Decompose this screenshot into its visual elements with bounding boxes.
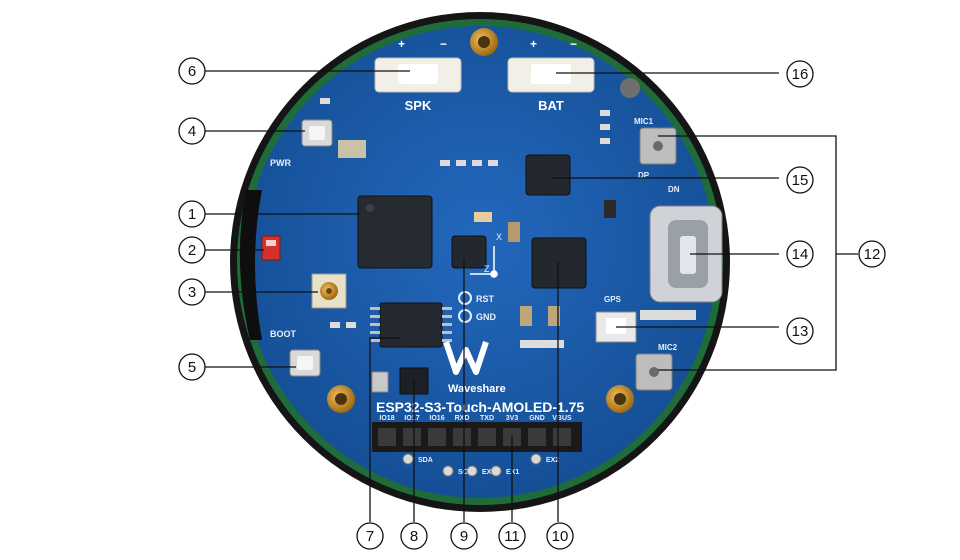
- dp-label: DP: [638, 171, 650, 180]
- callout-lines: [205, 70, 858, 522]
- pin-label: VBUS: [552, 415, 572, 422]
- pad-label: SCL: [458, 469, 473, 476]
- callout-number: 7: [366, 528, 374, 545]
- board-name: ESP32-S3-Touch-AMOLED-1.75: [376, 399, 584, 415]
- pad-label: EX2: [546, 457, 559, 464]
- dn-label: DN: [668, 185, 680, 194]
- brand-label: Waveshare: [448, 383, 506, 395]
- callout-8: 8: [400, 522, 428, 550]
- pmu-chip: [531, 237, 587, 289]
- callout-2: 2: [178, 236, 206, 264]
- smd-components: [320, 98, 696, 348]
- power-button: PWR: [270, 119, 333, 168]
- callout-9: 9: [450, 522, 478, 550]
- callout-number: 3: [188, 284, 196, 301]
- callout-5: 5: [178, 353, 206, 381]
- callout-3: 3: [178, 278, 206, 306]
- esp32-s3-chip: [357, 195, 433, 269]
- mic1-label: MIC1: [634, 117, 654, 126]
- callout-number: 1: [188, 206, 196, 223]
- audio-codec-chip: [525, 154, 571, 196]
- charge-led: [261, 235, 281, 261]
- mic2-label: MIC2: [658, 343, 678, 352]
- pin-header: [372, 422, 582, 452]
- callout-11: 11: [498, 522, 526, 550]
- pin-label: TXD: [480, 415, 494, 422]
- callout-number: 5: [188, 359, 196, 376]
- pad: [466, 465, 478, 477]
- svg-text:+: +: [398, 37, 405, 51]
- spk-label: SPK: [405, 98, 432, 113]
- callout-number: 10: [552, 528, 569, 545]
- callout-4: 4: [178, 117, 206, 145]
- pad-labels: SDA SCL EX0 EX1 EX2: [402, 453, 559, 477]
- rst-label: RST: [476, 294, 495, 304]
- boot-button: BOOT: [270, 329, 321, 377]
- svg-text:+: +: [530, 37, 537, 51]
- mic2: MIC2: [635, 343, 678, 391]
- pin-label: IO18: [379, 415, 394, 422]
- pad: [442, 465, 454, 477]
- speaker-connector: SPK + −: [374, 37, 462, 113]
- callout-7: 7: [356, 522, 384, 550]
- pad: [490, 465, 502, 477]
- mic1: MIC1: [634, 117, 677, 165]
- callout-13: 13: [786, 317, 814, 345]
- svg-text:−: −: [570, 37, 577, 51]
- bat-label: BAT: [538, 98, 564, 113]
- mounting-holes: [327, 28, 640, 413]
- callout-10: 10: [546, 522, 574, 550]
- pad-label: EX0: [482, 469, 495, 476]
- gps-label: GPS: [604, 295, 622, 304]
- callout-6: 6: [178, 57, 206, 85]
- callout-number: 6: [188, 63, 196, 80]
- pwr-label: PWR: [270, 158, 291, 168]
- callout-number: 12: [864, 246, 881, 263]
- svg-text:−: −: [440, 37, 447, 51]
- pad-label: SDA: [418, 457, 433, 464]
- callout-1: 1: [178, 200, 206, 228]
- callout-14: 14: [786, 240, 814, 268]
- callout-number: 11: [504, 528, 520, 545]
- gnd-pad-label: GND: [476, 312, 497, 322]
- pin-label: GND: [529, 415, 545, 422]
- svg-text:X: X: [496, 232, 502, 242]
- pin-label: RXD: [455, 415, 470, 422]
- callout-number: 15: [792, 172, 809, 189]
- pin-label: IO17: [404, 415, 419, 422]
- callout-number: 13: [792, 323, 809, 340]
- boot-label: BOOT: [270, 329, 297, 339]
- callout-number: 16: [792, 66, 809, 83]
- pin-label: IO16: [429, 415, 444, 422]
- callout-number: 2: [188, 242, 196, 259]
- axis-marking: [470, 246, 498, 278]
- pin-label: 3V3: [506, 415, 519, 422]
- callout-16: 16: [786, 60, 814, 88]
- imu-chip: [451, 235, 487, 269]
- callout-15: 15: [786, 166, 814, 194]
- usb-c-connector: DP DN: [638, 171, 723, 303]
- callout-12: 12: [858, 240, 886, 268]
- pad: [402, 453, 414, 465]
- pad-label: EX1: [506, 469, 519, 476]
- battery-connector: BAT + −: [507, 37, 595, 113]
- test-pads: RST GND: [458, 291, 497, 323]
- waveshare-logo: Waveshare: [443, 341, 506, 395]
- svg-text:Z: Z: [484, 264, 490, 274]
- callout-number: 14: [792, 246, 809, 263]
- cable-left: [239, 190, 262, 340]
- callout-number: 9: [460, 528, 468, 545]
- pin-labels: IO18 IO17 IO16 RXD TXD 3V3 GND VBUS: [379, 415, 572, 422]
- pad: [530, 453, 542, 465]
- small-component: [371, 371, 389, 393]
- antenna-connector: [311, 273, 347, 309]
- callout-number: 8: [410, 528, 418, 545]
- flash-chip: [370, 302, 452, 348]
- callout-number: 4: [188, 123, 196, 140]
